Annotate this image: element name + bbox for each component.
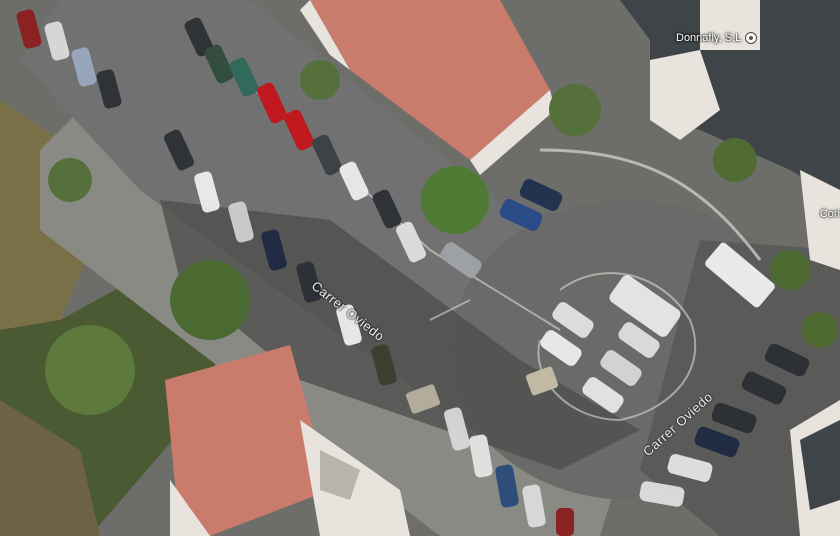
poi-donnafly[interactable]: Donnafly, S.L — [676, 32, 758, 44]
edge-place-label[interactable]: Cori — [819, 208, 840, 220]
poi-label[interactable]: Donnafly, S.L — [676, 32, 742, 44]
shopping-pin-icon[interactable] — [745, 32, 758, 44]
